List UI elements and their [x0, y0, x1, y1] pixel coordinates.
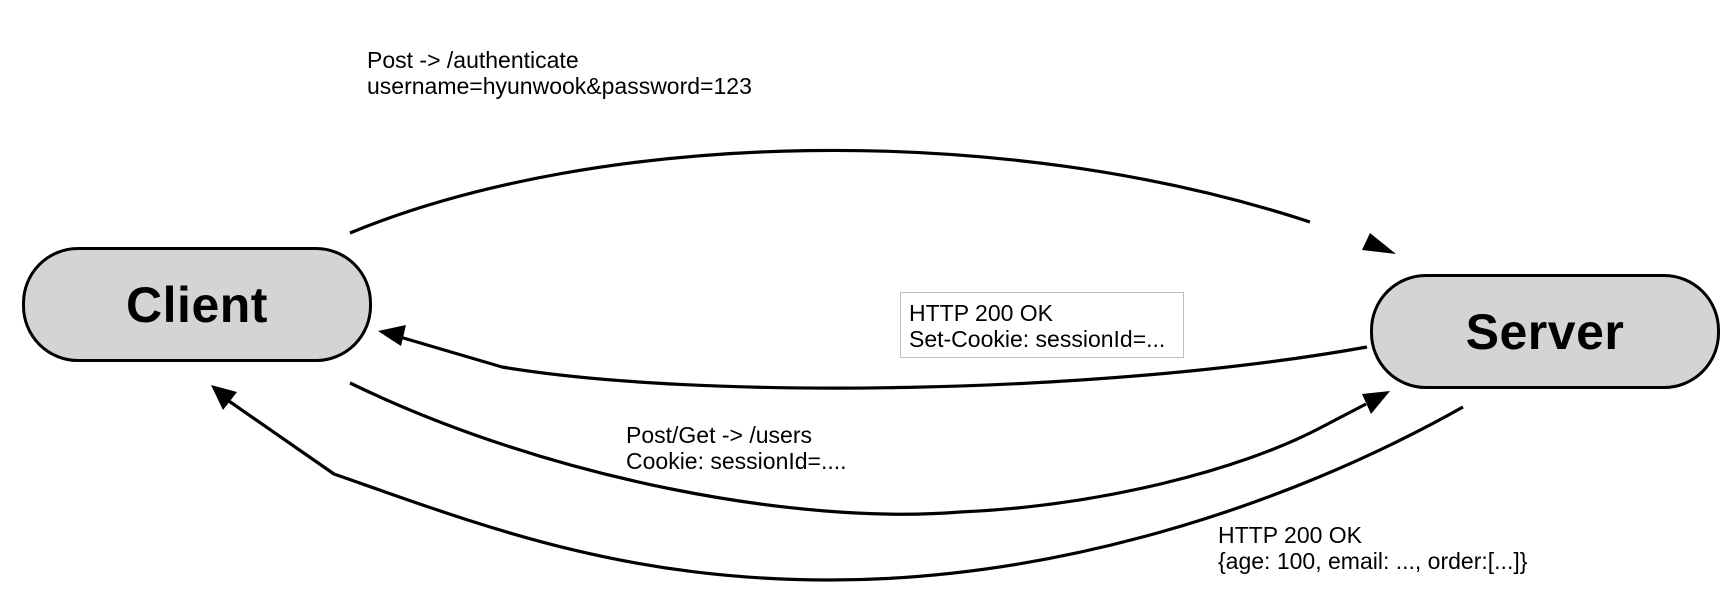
- arrowhead-users-response: [211, 385, 237, 410]
- arrow-authenticate: [349, 148, 1311, 235]
- arrowhead-users-request: [1362, 391, 1390, 414]
- label-users-response-line2: {age: 100, email: ..., order:[...]}: [1218, 548, 1528, 574]
- label-authenticate-request: Post -> /authenticate username=hyunwook&…: [367, 47, 752, 99]
- label-authenticate-line1: Post -> /authenticate: [367, 47, 579, 73]
- server-node: Server: [1370, 274, 1720, 389]
- label-users-request-line1: Post/Get -> /users: [626, 422, 812, 448]
- label-users-response-line1: HTTP 200 OK: [1218, 522, 1363, 548]
- label-users-request-line2: Cookie: sessionId=....: [626, 448, 847, 474]
- client-node: Client: [22, 247, 372, 362]
- label-set-cookie-line2: Set-Cookie: sessionId=...: [909, 326, 1166, 352]
- arrow-set-cookie: [399, 335, 1368, 390]
- label-authenticate-line2: username=hyunwook&password=123: [367, 73, 752, 99]
- arrowhead-set-cookie: [378, 325, 406, 346]
- label-users-request: Post/Get -> /users Cookie: sessionId=...…: [626, 422, 847, 474]
- label-set-cookie-line1: HTTP 200 OK: [909, 300, 1054, 326]
- arrowhead-authenticate: [1362, 233, 1396, 254]
- label-set-cookie-response: HTTP 200 OK Set-Cookie: sessionId=...: [900, 292, 1184, 358]
- arrow-users-request: [349, 381, 1367, 516]
- label-users-response: HTTP 200 OK {age: 100, email: ..., order…: [1218, 522, 1527, 574]
- arrow-users-response: [225, 397, 1464, 582]
